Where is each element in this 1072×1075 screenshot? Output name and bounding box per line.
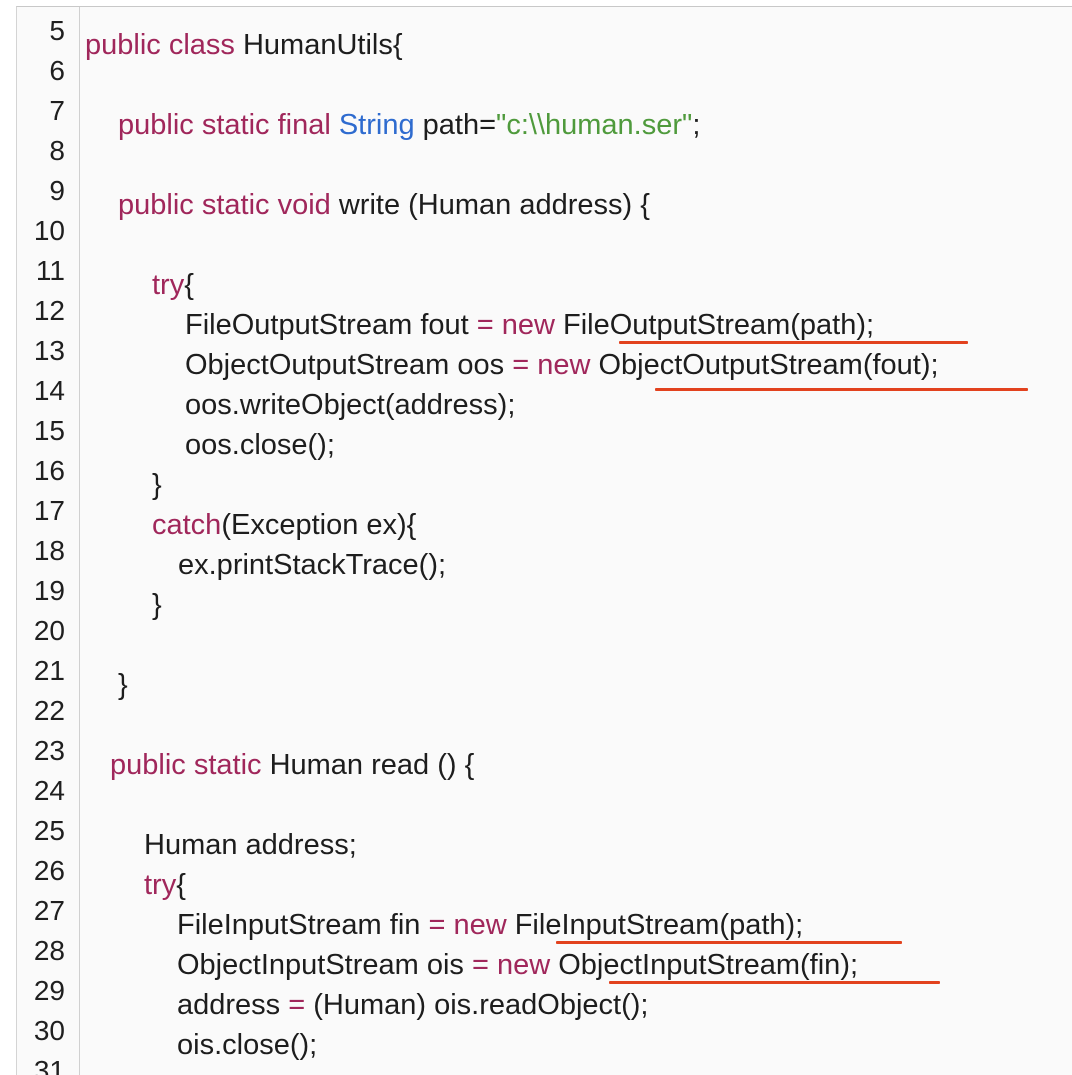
code-text: ObjectInputStream ois [177,949,472,981]
code-line-ois[interactable]: ObjectInputStream ois = new ObjectInputS… [177,947,858,983]
line-number: 12 [33,295,65,326]
code-line-try[interactable]: try{ [152,267,194,303]
keyword: try [144,869,177,901]
line-number: 14 [33,375,65,406]
line-number: 22 [33,695,65,726]
line-number: 25 [33,815,65,846]
line-number: 7 [49,95,65,126]
code-text: } [152,469,162,501]
code-line-close-brace[interactable]: } [152,587,162,623]
code-text: { [184,269,194,301]
code-line-oos[interactable]: ObjectOutputStream oos = new ObjectOutpu… [185,347,939,383]
code-line-close-brace[interactable]: } [118,667,128,703]
code-text: { [176,869,186,901]
code-line-path-field[interactable]: public static final String path="c:\\hum… [118,107,700,143]
code-text: oos.close(); [185,429,335,461]
code-text: ObjectOutputStream(fout); [590,349,939,381]
operator: = [512,349,530,381]
code-text: Human read () { [261,749,475,781]
code-editor[interactable]: 5 6 7 8 9 10 11 12 13 14 15 16 17 18 19 … [16,6,1072,1075]
code-text: address [177,989,289,1021]
keyword: public static final [118,109,331,141]
annotation-underline [619,341,968,344]
operator: = [476,309,494,341]
type-name: String [338,109,415,141]
line-number: 13 [33,335,65,366]
operator: = [428,909,446,941]
line-number: 10 [33,215,65,246]
keyword: public static [110,749,262,781]
line-number: 29 [33,975,65,1006]
code-text: Human address; [144,829,357,861]
line-number: 27 [33,895,65,926]
code-text: FileInputStream fin [177,909,429,941]
code-line-fout[interactable]: FileOutputStream fout = new FileOutputSt… [185,307,874,343]
operator: = [288,989,306,1021]
keyword: public class [85,29,235,61]
line-number: 26 [33,855,65,886]
keyword: try [152,269,185,301]
operator: = [471,949,489,981]
code-text: } [118,669,128,701]
code-line-write-method[interactable]: public static void write (Human address)… [118,187,650,223]
code-text: ObjectOutputStream oos [185,349,513,381]
code-line-ois-close[interactable]: ois.close(); [177,1027,317,1063]
keyword: catch [152,509,222,541]
keyword: new [488,949,551,981]
code-text: } [152,589,162,621]
line-number: 28 [33,935,65,966]
code-text: path= [414,109,497,141]
code-text: ; [692,109,701,141]
code-text: (Exception ex){ [221,509,417,541]
line-number-gutter: 5 6 7 8 9 10 11 12 13 14 15 16 17 18 19 … [17,7,80,1075]
keyword: new [493,309,555,341]
code-line-write-object[interactable]: oos.writeObject(address); [185,387,515,423]
line-number: 16 [33,455,65,486]
line-number: 17 [33,495,65,526]
code-text: oos.writeObject(address); [185,389,516,421]
line-number: 9 [49,175,65,206]
annotation-underline [609,981,940,984]
code-text: HumanUtils{ [234,29,403,61]
code-text: write (Human address) { [330,189,650,221]
line-number: 6 [49,55,65,86]
line-number: 30 [33,1015,65,1046]
line-number: 23 [33,735,65,766]
code-line-oos-close[interactable]: oos.close(); [185,427,335,463]
code-text: FileOutputStream fout [185,309,477,341]
code-text: (Human) ois.readObject(); [305,989,649,1021]
code-text: ois.close(); [177,1029,318,1061]
code-line-fin[interactable]: FileInputStream fin = new FileInputStrea… [177,907,803,943]
code-line-print-stack[interactable]: ex.printStackTrace(); [178,547,446,583]
string-literal: "c:\\human.ser" [496,109,693,141]
code-text: FileOutputStream(path); [554,309,875,341]
code-line-read-object[interactable]: address = (Human) ois.readObject(); [177,987,648,1023]
annotation-underline [655,388,1028,391]
line-number: 20 [33,615,65,646]
code-text: ex.printStackTrace(); [178,549,447,581]
code-text: FileInputStream(path); [506,909,804,941]
line-number: 19 [33,575,65,606]
line-number: 15 [33,415,65,446]
line-number: 11 [35,255,65,286]
line-number: 21 [33,655,65,686]
line-number: 24 [33,775,65,806]
line-number: 5 [49,15,65,46]
keyword: public static void [118,189,331,221]
line-number: 31 [33,1055,65,1075]
code-line-try[interactable]: try{ [144,867,186,903]
keyword: new [529,349,591,381]
code-line-catch[interactable]: catch(Exception ex){ [152,507,416,543]
keyword: new [445,909,507,941]
line-number: 18 [33,535,65,566]
code-line-close-brace[interactable]: } [152,467,162,503]
code-line-class-decl[interactable]: public class HumanUtils{ [85,27,403,63]
line-number: 8 [49,135,65,166]
annotation-underline [556,941,902,944]
code-text: ObjectInputStream(fin); [550,949,859,981]
code-line-address-decl[interactable]: Human address; [144,827,357,863]
code-line-read-method[interactable]: public static Human read () { [110,747,474,783]
